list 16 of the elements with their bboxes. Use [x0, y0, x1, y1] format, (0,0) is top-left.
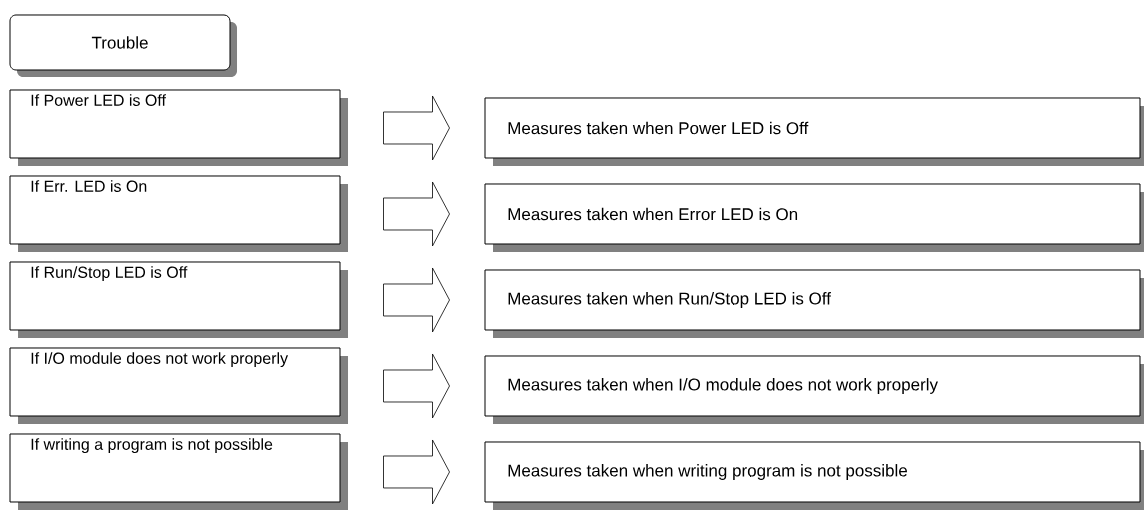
block-arrow	[383, 439, 450, 505]
condition-box: If Err. LED is On	[9, 175, 348, 252]
block-arrow	[383, 353, 450, 419]
condition-box: If writing a program is not possible	[9, 433, 348, 510]
condition-box: If I/O module does not work properly	[9, 347, 348, 424]
measure-box: Measures taken when Error LED is On	[484, 183, 1144, 252]
block-arrow	[383, 181, 450, 247]
measure-box: Measures taken when Power LED is Off	[484, 97, 1144, 166]
measure-box: Measures taken when Run/Stop LED is Off	[484, 269, 1144, 338]
block-arrow	[383, 267, 450, 333]
condition-box: If Power LED is Off	[9, 89, 348, 166]
measure-box: Measures taken when I/O module does not work properly	[484, 355, 1144, 424]
block-arrow	[383, 95, 450, 161]
measure-box: Measures taken when writing program is not possible	[484, 441, 1144, 510]
condition-box: If Run/Stop LED is Off	[9, 261, 348, 338]
heading-box: Trouble	[9, 14, 237, 77]
